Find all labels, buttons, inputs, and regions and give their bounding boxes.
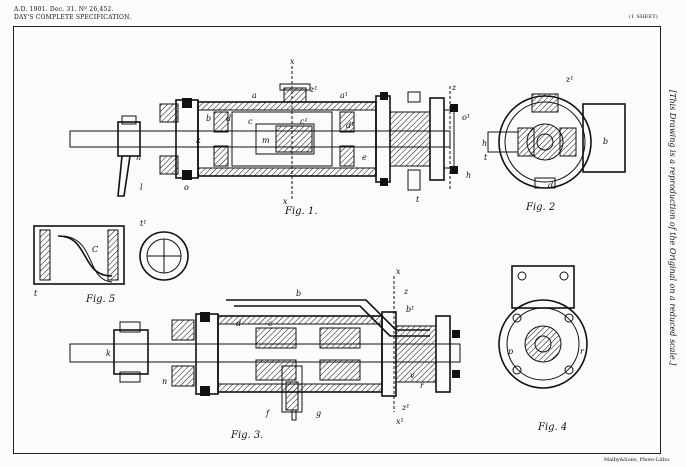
- figure-5-drawing: [33, 225, 189, 285]
- label-f1-b: b: [206, 114, 211, 123]
- label-f1-x-top: x: [290, 57, 295, 66]
- label-f1-n: n: [136, 153, 141, 162]
- label-f1-m: m: [262, 136, 270, 145]
- label-f1-z: z: [451, 83, 457, 92]
- label-f5-c: C: [92, 245, 98, 254]
- specification-title: DAY'S COMPLETE SPECIFICATION.: [14, 14, 132, 21]
- label-f3-k: k: [106, 349, 111, 358]
- label-f1-h: h: [466, 171, 471, 180]
- figure-3-drawing: [69, 276, 461, 421]
- label-f3-b: b: [296, 289, 301, 298]
- figure-2-caption: Fig. 2: [525, 202, 555, 213]
- label-f3-d: d: [236, 319, 241, 328]
- label-f1-l: l: [140, 183, 143, 192]
- label-f1-z1: z¹: [309, 85, 317, 94]
- label-f1-t: t: [416, 195, 420, 204]
- patent-header-line: A.D. 1901. Dec. 31. Nº 26,452.: [14, 6, 114, 13]
- printer-credit: Malby&Sons, Photo-Litho.: [604, 457, 671, 463]
- label-f1-o: o: [184, 183, 189, 192]
- label-f1-e: e: [362, 153, 367, 162]
- label-f1-d: d: [226, 114, 231, 123]
- label-f1-d1: d¹: [346, 121, 354, 130]
- label-f3-g: g: [316, 409, 321, 418]
- label-f1-o1: o¹: [462, 113, 470, 122]
- label-f3-v: v: [410, 371, 415, 380]
- label-f1-a: a: [252, 91, 257, 100]
- label-f3-x1: x¹: [396, 417, 404, 426]
- figure-5-caption: Fig. 5: [85, 294, 115, 305]
- figure-2-drawing: [487, 93, 626, 189]
- label-f2-b: b: [603, 137, 608, 146]
- label-f3-x: x: [396, 267, 401, 276]
- label-f3-f: f: [265, 409, 271, 418]
- label-f1-c: c: [248, 117, 253, 126]
- figure-4-caption: Fig. 4: [537, 422, 567, 433]
- label-f3-z: z: [403, 287, 409, 296]
- figure-4-drawing: [498, 265, 588, 389]
- label-f2-d: d: [548, 181, 553, 190]
- figure-1-drawing: [69, 66, 458, 200]
- label-f2-z1: z¹: [565, 75, 573, 84]
- figure-3-caption: Fig. 3.: [230, 430, 263, 441]
- label-f3-n: n: [162, 377, 167, 386]
- reproduction-note: [This Drawing is a reproduction of the O…: [668, 90, 677, 366]
- drawing-frame: [13, 26, 661, 454]
- label-f4-r: r: [580, 347, 585, 356]
- label-f5-t1: t¹: [140, 219, 146, 228]
- label-f2-h: h: [482, 139, 487, 148]
- label-f3-z1: z¹: [401, 403, 409, 412]
- label-f4-p: p: [508, 347, 513, 356]
- label-f1-c1: c¹: [300, 117, 308, 126]
- label-f5-t: t: [34, 289, 38, 298]
- label-f1-a1: a¹: [340, 91, 348, 100]
- label-f3-r: r: [420, 381, 425, 390]
- label-f1-k: k: [196, 136, 201, 145]
- label-f3-b1: b¹: [406, 305, 414, 314]
- label-f1-x-bottom: x: [283, 197, 288, 206]
- label-f3-c: c: [268, 319, 273, 328]
- sheet-count: (1 SHEET): [629, 14, 658, 20]
- figure-1-caption: Fig. 1.: [284, 206, 317, 217]
- label-f2-t: t: [484, 153, 488, 162]
